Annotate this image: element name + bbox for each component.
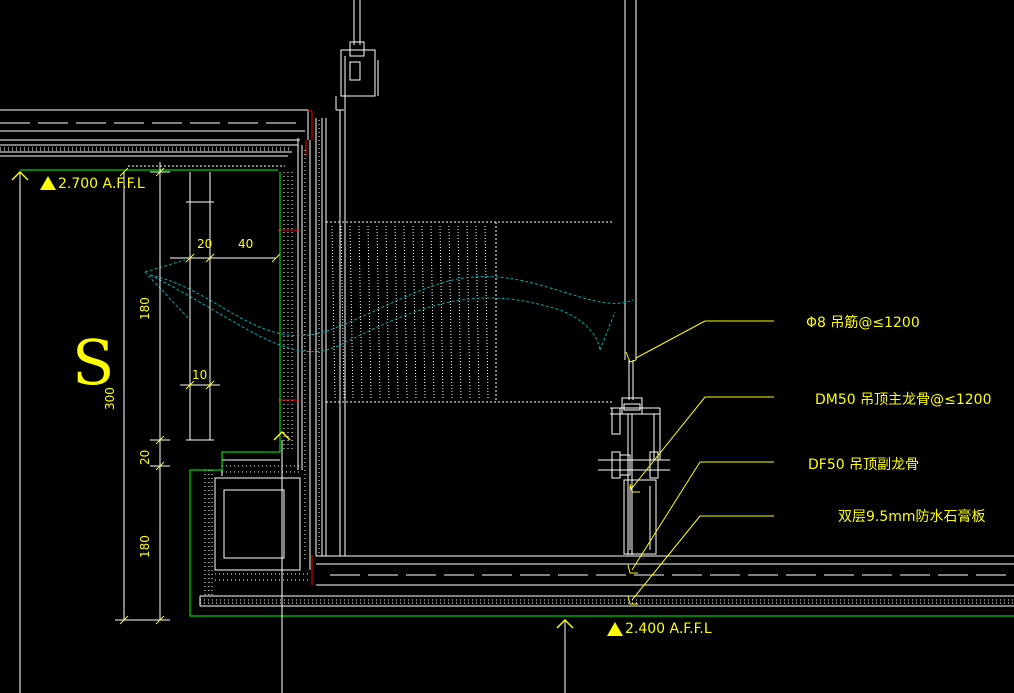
callout-secondary-keel: DF50 吊顶副龙骨 xyxy=(808,457,920,473)
bottom-ceiling-board xyxy=(199,555,1014,607)
duct-rib xyxy=(403,225,408,399)
duct-rib xyxy=(394,225,399,399)
flexible-duct xyxy=(326,221,612,403)
duct-rib xyxy=(457,225,462,399)
duct-rib xyxy=(340,225,345,399)
upper-insulation-hatch xyxy=(0,147,290,151)
elevation-arrows xyxy=(11,170,574,629)
cut-edge-markers xyxy=(278,110,313,585)
elevation-label-lower: 2.400 A.F.F.L xyxy=(625,621,712,637)
bolt-assembly xyxy=(598,451,670,479)
elevation-triangles xyxy=(40,176,623,636)
duct-rib xyxy=(358,225,363,399)
vertical-board-section xyxy=(297,118,345,570)
lower-section-outline xyxy=(189,172,1014,617)
duct-rib xyxy=(376,225,381,399)
bottom-insulation-hatch xyxy=(200,599,1014,604)
section-symbol: S xyxy=(72,326,115,399)
duct-rib xyxy=(367,225,372,399)
main-keel-clip xyxy=(610,397,661,555)
dimension-lines xyxy=(19,162,566,693)
dim-width-20: 20 xyxy=(197,237,213,251)
secondary-keel xyxy=(623,479,657,555)
duct-rib xyxy=(331,225,336,399)
hanger-rod-right xyxy=(624,0,637,400)
upper-ceiling-board xyxy=(0,109,309,157)
airflow-arrow xyxy=(144,259,634,353)
lower-box xyxy=(214,459,301,571)
duct-rib xyxy=(466,225,471,399)
dim-height-20: 20 xyxy=(138,449,152,465)
duct-rib xyxy=(430,225,435,399)
callout-hanger-rod: Φ8 吊筋@≤1200 xyxy=(806,315,920,331)
duct-rib xyxy=(385,225,390,399)
callout-gypsum-board: 双层9.5mm防水石膏板 xyxy=(838,509,986,525)
vertical-insulation-hatch xyxy=(283,120,320,560)
callout-main-keel: DM50 吊顶主龙骨@≤1200 xyxy=(815,392,992,408)
lower-box-hatch xyxy=(204,465,310,596)
hanger-rod-left xyxy=(335,0,379,556)
duct-rib xyxy=(484,225,489,399)
duct-rib xyxy=(439,225,444,399)
duct-rib xyxy=(475,225,480,399)
dim-height-180-bottom: 180 xyxy=(138,535,152,558)
dim-total-300: 300 xyxy=(103,387,117,410)
dim-width-40: 40 xyxy=(238,237,254,251)
duct-rib xyxy=(448,225,453,399)
elevation-label-upper: 2.700 A.F.F.L xyxy=(58,176,145,192)
duct-rib xyxy=(421,225,426,399)
dimension-ticks xyxy=(119,167,281,625)
dim-width-10: 10 xyxy=(192,368,208,382)
duct-ribs xyxy=(331,225,489,399)
dim-height-180-top: 180 xyxy=(138,297,152,320)
callout-leaders xyxy=(625,320,774,605)
duct-rib xyxy=(349,225,354,399)
